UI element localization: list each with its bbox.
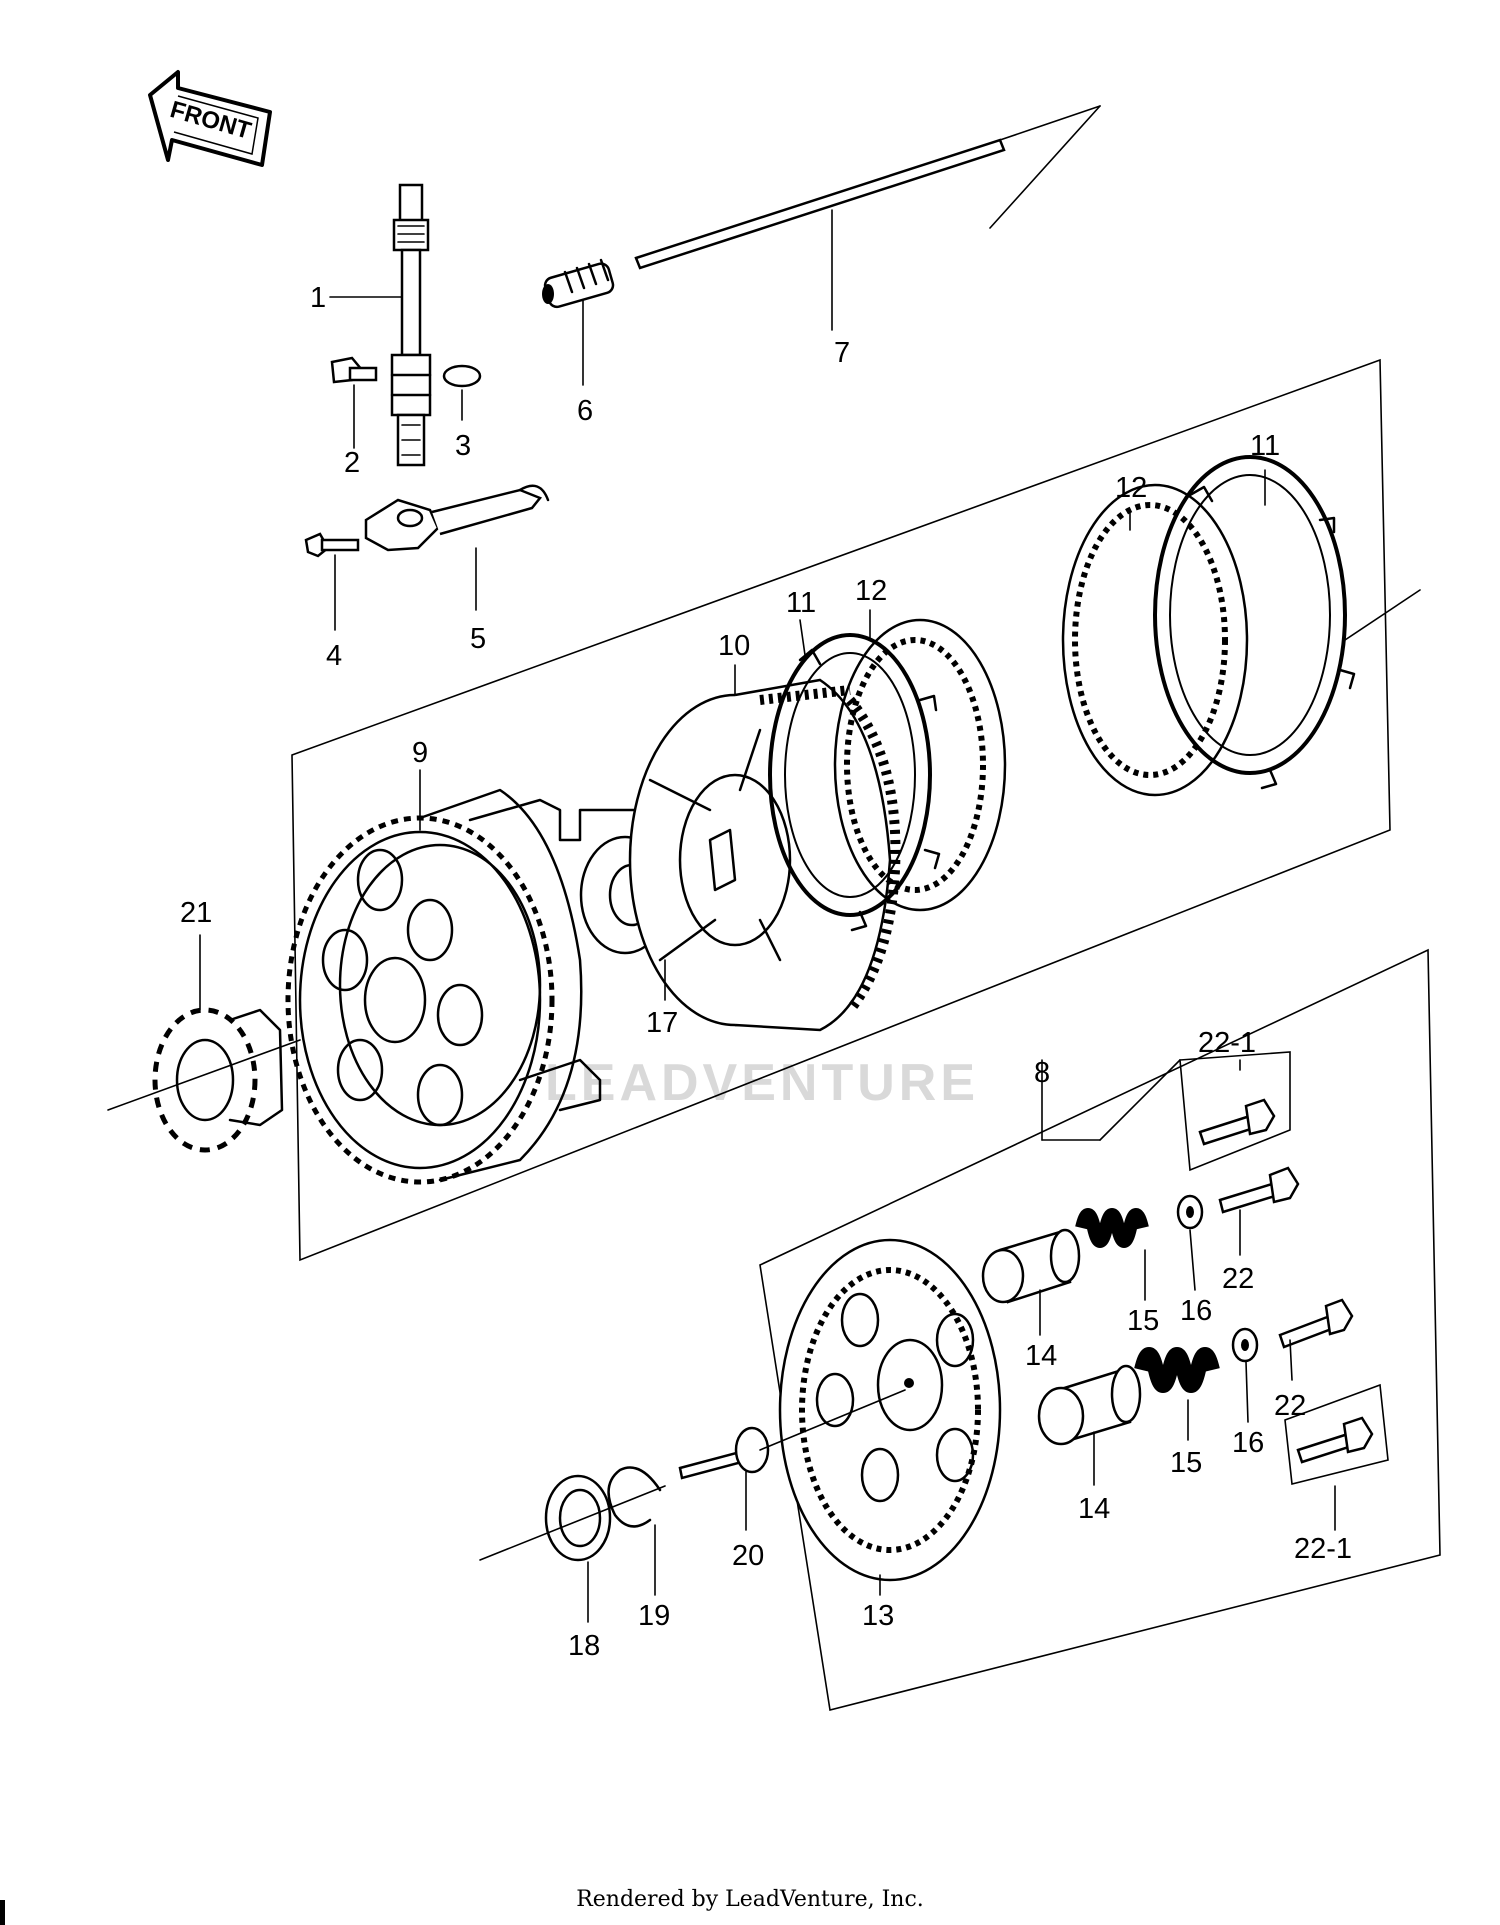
callout-15-a: 15 xyxy=(1127,1305,1159,1337)
part-16-washer-b xyxy=(1231,1327,1259,1363)
part-4-bolt xyxy=(304,532,360,558)
callout-4: 4 xyxy=(326,640,342,672)
part-16-washer-a xyxy=(1176,1194,1204,1230)
callout-22-b: 22 xyxy=(1274,1390,1306,1422)
callout-16-a: 16 xyxy=(1180,1295,1212,1327)
part-13-pressure-plate xyxy=(778,1238,1002,1582)
part-21-gear xyxy=(107,1007,301,1153)
part-15-spring-a xyxy=(1075,1208,1149,1248)
callout-1: 1 xyxy=(310,282,326,314)
part-6-pinion xyxy=(542,258,615,309)
corner-mark xyxy=(0,1900,5,1925)
svg-text:LEADVENTURE: LEADVENTURE xyxy=(545,1054,979,1112)
callout-14-a: 14 xyxy=(1025,1340,1057,1372)
part-22-bolt-a xyxy=(1218,1166,1300,1214)
callout-2: 2 xyxy=(344,447,360,479)
assembly-outline-upper xyxy=(291,358,1391,1262)
part-18-washer xyxy=(479,1474,666,1562)
assembly-outline-lower xyxy=(759,948,1441,1711)
callout-18: 18 xyxy=(568,1630,600,1662)
part-5-lever xyxy=(364,484,550,552)
callout-12-b: 12 xyxy=(1115,472,1147,504)
part-12-steel-plate-b xyxy=(1061,483,1249,797)
callout-10: 10 xyxy=(718,630,750,662)
callout-labels: 1 2 3 4 5 6 7 8 9 10 11 11 12 12 13 14 1… xyxy=(180,282,1352,1662)
callout-6: 6 xyxy=(577,395,593,427)
part-10-clutch-hub xyxy=(628,678,901,1032)
footer-credit: Rendered by LeadVenture, Inc. xyxy=(576,1887,924,1912)
part-15-spring-b xyxy=(1134,1347,1220,1393)
part-20-push-pin xyxy=(678,1389,906,1531)
part-2-bolt xyxy=(330,356,378,384)
callout-13: 13 xyxy=(862,1600,894,1632)
callout-15-b: 15 xyxy=(1170,1447,1202,1479)
part-3-ring xyxy=(442,364,482,388)
part-22-bolt-b xyxy=(1278,1298,1354,1349)
front-arrow-icon: FRONT xyxy=(148,70,272,167)
leader-lines xyxy=(199,296,1336,1623)
callout-16-b: 16 xyxy=(1232,1427,1264,1459)
part-19-circlip xyxy=(607,1466,662,1528)
callout-8: 8 xyxy=(1034,1057,1050,1089)
callout-12-a: 12 xyxy=(855,575,887,607)
callout-3: 3 xyxy=(455,430,471,462)
part-9-clutch-housing xyxy=(285,788,642,1185)
callout-19: 19 xyxy=(638,1600,670,1632)
callout-5: 5 xyxy=(470,623,486,655)
part-22-1-bolt-a xyxy=(1179,1051,1291,1172)
part-11-friction-plate-b xyxy=(1153,455,1421,790)
callout-11-b: 11 xyxy=(1250,430,1280,462)
callout-21: 21 xyxy=(180,897,212,929)
part-11-friction-plate-a xyxy=(768,633,941,932)
part-12-steel-plate-a xyxy=(833,618,1007,912)
callout-20: 20 xyxy=(732,1540,764,1572)
part-7-pushrod xyxy=(634,105,1101,331)
part-14-spring-guide-a xyxy=(981,1228,1081,1304)
callout-9: 9 xyxy=(412,737,428,769)
callout-14-b: 14 xyxy=(1078,1493,1110,1525)
callout-22-1-b: 22-1 xyxy=(1294,1533,1352,1565)
part-1-shaft xyxy=(390,183,432,467)
callout-22-1-a: 22-1 xyxy=(1198,1027,1256,1059)
part-14-spring-guide-b xyxy=(1037,1364,1142,1446)
callout-7: 7 xyxy=(834,337,850,369)
callout-17: 17 xyxy=(646,1007,678,1039)
callout-22-a: 22 xyxy=(1222,1263,1254,1295)
part-22-1-bolt-b xyxy=(1284,1383,1389,1485)
callout-11-a: 11 xyxy=(786,587,816,619)
